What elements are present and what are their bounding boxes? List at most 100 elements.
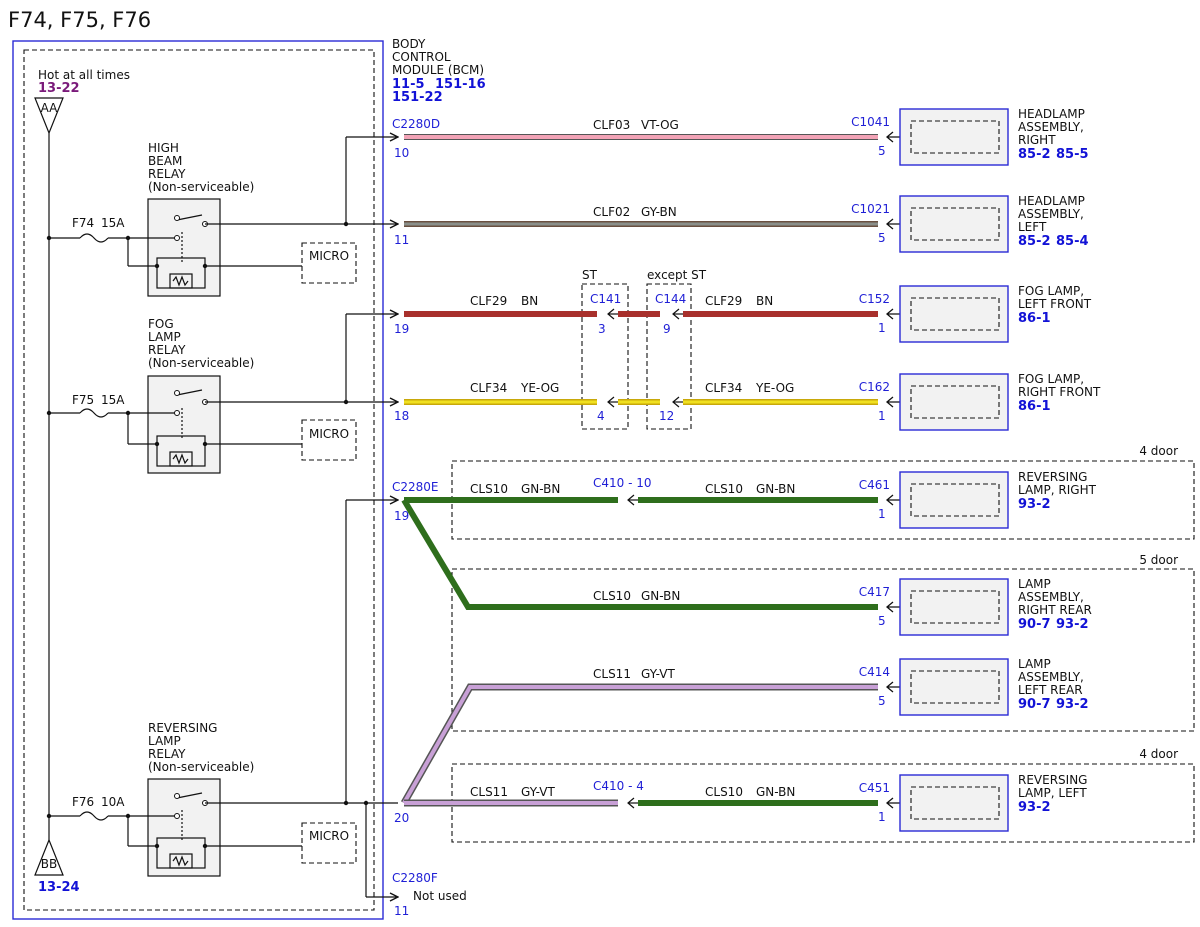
fuse-rating: 10A bbox=[101, 795, 125, 809]
coil-icon bbox=[169, 273, 193, 289]
relay-label: (Non-serviceable) bbox=[148, 760, 254, 774]
load-connector[interactable]: C461 bbox=[859, 478, 890, 492]
load-ref[interactable]: 93-2 bbox=[1018, 800, 1051, 815]
bcm-ref-1[interactable]: 11-5 bbox=[392, 77, 425, 92]
fuse-label: F76 bbox=[72, 795, 94, 809]
wire-circuit: CLS11 bbox=[470, 785, 508, 799]
load-ref[interactable]: 86-1 bbox=[1018, 311, 1051, 326]
switch-contact bbox=[176, 389, 203, 396]
connector-c410-4[interactable]: C410 - 4 bbox=[593, 779, 644, 793]
coil-icon bbox=[169, 451, 193, 467]
pin-label: 19 bbox=[394, 322, 409, 336]
device-box[interactable] bbox=[899, 195, 1009, 253]
load-connector[interactable]: C162 bbox=[859, 380, 890, 394]
hot-ref[interactable]: 13-22 bbox=[38, 81, 80, 96]
wire-circuit: CLF29 bbox=[470, 294, 507, 308]
st-label: ST bbox=[582, 268, 598, 282]
load-ref[interactable]: 90-7 bbox=[1018, 697, 1051, 712]
device-box[interactable] bbox=[899, 658, 1009, 716]
wire-circuit: CLF34 bbox=[705, 381, 742, 395]
load-name: FOG LAMP, bbox=[1018, 372, 1084, 386]
fuse-label: F74 bbox=[72, 216, 94, 230]
load-connector[interactable]: C152 bbox=[859, 292, 890, 306]
device-box[interactable] bbox=[899, 471, 1009, 529]
relay-label: (Non-serviceable) bbox=[148, 180, 254, 194]
device-inner bbox=[910, 385, 1000, 419]
device-box[interactable] bbox=[899, 285, 1009, 343]
bcm-ref-3[interactable]: 151-22 bbox=[392, 90, 443, 105]
pin-label: 12 bbox=[659, 409, 674, 423]
pin-label: 1 bbox=[878, 409, 886, 423]
load-connector[interactable]: C414 bbox=[859, 665, 890, 679]
bb-ref[interactable]: 13-24 bbox=[38, 880, 80, 895]
wire-circuit: CLF02 bbox=[593, 205, 630, 219]
fog-lamp-relay: FOG LAMP RELAY (Non-serviceable) F75 15A… bbox=[46, 317, 357, 474]
load-ref[interactable]: 85-2 bbox=[1018, 234, 1051, 249]
load-name: LEFT bbox=[1018, 220, 1047, 234]
connector-c144[interactable]: C144 bbox=[655, 292, 686, 306]
node-bb-triangle bbox=[34, 838, 64, 876]
load-ref[interactable]: 86-1 bbox=[1018, 399, 1051, 414]
micro-box bbox=[301, 242, 357, 284]
relay-label: HIGH bbox=[148, 141, 179, 155]
relay-label: REVERSING bbox=[148, 721, 217, 735]
load-name: LEFT FRONT bbox=[1018, 297, 1092, 311]
load-name: RIGHT FRONT bbox=[1018, 385, 1101, 399]
pin-label: 18 bbox=[394, 409, 409, 423]
load-ref[interactable]: 85-4 bbox=[1056, 234, 1089, 249]
load-ref[interactable]: 85-2 bbox=[1018, 147, 1051, 162]
device-box[interactable] bbox=[899, 774, 1009, 832]
connector-c141[interactable]: C141 bbox=[590, 292, 621, 306]
relay-box bbox=[147, 375, 221, 474]
diagram-title: F74, F75, F76 bbox=[8, 8, 151, 32]
connector-c410-10[interactable]: C410 - 10 bbox=[593, 476, 652, 490]
device-box[interactable] bbox=[899, 373, 1009, 431]
device-inner bbox=[910, 483, 1000, 517]
load-connector[interactable]: C1021 bbox=[851, 202, 890, 216]
bcm-ref-2[interactable]: 151-16 bbox=[435, 77, 486, 92]
connector-c2280e[interactable]: C2280E bbox=[392, 480, 439, 494]
device-box[interactable] bbox=[899, 578, 1009, 636]
fuse-rating: 15A bbox=[101, 393, 125, 407]
relay-label: (Non-serviceable) bbox=[148, 356, 254, 370]
load-ref[interactable]: 85-5 bbox=[1056, 147, 1089, 162]
load-name: ASSEMBLY, bbox=[1018, 207, 1084, 221]
fuse-label: F75 bbox=[72, 393, 94, 407]
load-ref[interactable]: 93-2 bbox=[1056, 697, 1089, 712]
fuse-rating: 15A bbox=[101, 216, 125, 230]
pin-label: 1 bbox=[878, 810, 886, 824]
load-name: FOG LAMP, bbox=[1018, 284, 1084, 298]
pin-label: 9 bbox=[663, 322, 671, 336]
pin-label: 5 bbox=[878, 144, 886, 158]
wire-circuit: CLS10 bbox=[705, 482, 743, 496]
relay-label: LAMP bbox=[148, 330, 181, 344]
device-box[interactable] bbox=[899, 108, 1009, 166]
pin-label: 10 bbox=[394, 146, 409, 160]
load-name: ASSEMBLY, bbox=[1018, 590, 1084, 604]
node-bb-label: BB bbox=[41, 857, 57, 871]
device-inner bbox=[910, 670, 1000, 704]
coil-icon bbox=[169, 853, 193, 869]
connector-c2280f[interactable]: C2280F bbox=[392, 871, 438, 885]
connector-c2280d[interactable]: C2280D bbox=[392, 117, 440, 131]
wire-circuit: CLS10 bbox=[593, 589, 631, 603]
load-ref[interactable]: 93-2 bbox=[1056, 617, 1089, 632]
load-connector[interactable]: C1041 bbox=[851, 115, 890, 129]
device-inner bbox=[910, 590, 1000, 624]
high-beam-relay: HIGH BEAM RELAY (Non-serviceable) F74 15… bbox=[46, 141, 357, 297]
load-ref[interactable]: 90-7 bbox=[1018, 617, 1051, 632]
load-ref[interactable]: 93-2 bbox=[1018, 497, 1051, 512]
pin-label: 1 bbox=[878, 321, 886, 335]
except-st-label: except ST bbox=[647, 268, 707, 282]
wire-color: VT-OG bbox=[641, 118, 679, 132]
load-connector[interactable]: C451 bbox=[859, 781, 890, 795]
except-st-inline-box bbox=[646, 283, 692, 430]
load-connector[interactable]: C417 bbox=[859, 585, 890, 599]
wire-circuit: CLS11 bbox=[593, 667, 631, 681]
micro-label: MICRO bbox=[309, 829, 349, 843]
